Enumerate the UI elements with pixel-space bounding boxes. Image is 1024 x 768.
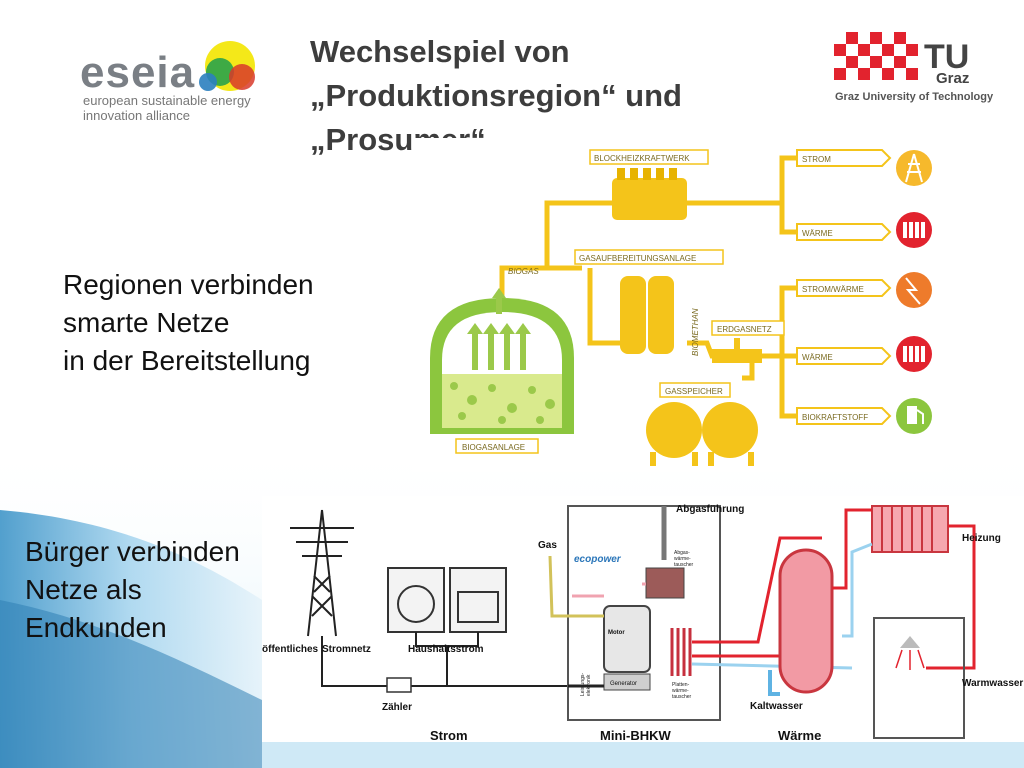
label-motor: Motor	[608, 630, 625, 636]
label-zaehler: Zähler	[382, 702, 412, 713]
minibhkw-frame	[567, 505, 721, 721]
gas-upgrade-tank	[620, 276, 646, 354]
output-label: BIOKRAFTSTOFF	[802, 413, 868, 422]
text-line: Endkunden	[25, 612, 167, 643]
washing-machine-icon	[387, 567, 445, 633]
label-ecopower: ecopower	[574, 554, 622, 565]
power-pylon-icon	[290, 509, 590, 687]
label-waerme: Wärme	[778, 728, 821, 742]
label-oeffentliches: öffentliches	[262, 644, 319, 655]
tagline-line: european sustainable energy	[83, 93, 251, 108]
shower-frame	[873, 617, 965, 739]
tu-tagline: Graz University of Technology	[835, 91, 994, 103]
label-haushaltsstrom: Haushaltsstrom	[408, 644, 484, 655]
label-platten: Platten-	[672, 682, 690, 688]
output-label: STROM	[802, 155, 831, 164]
eseia-wordmark: eseia	[80, 48, 196, 97]
gas-network-valve	[712, 349, 762, 363]
label-minibhkw: Mini-BHKW	[600, 728, 671, 742]
label-stromnetz: Stromnetz	[322, 644, 371, 655]
label-abgas-tauscher: wärme-	[674, 556, 691, 562]
output-label: WÄRME	[802, 353, 833, 362]
radiator-icon	[871, 505, 949, 553]
label-gas: Gas	[538, 540, 557, 551]
label-abgas: Abgasführung	[676, 504, 744, 515]
label-strom: Strom	[430, 728, 468, 742]
label-platten: tauscher	[672, 694, 692, 700]
power-pylon-icon	[896, 150, 932, 186]
output-label: WÄRME	[802, 229, 833, 238]
label-gasaufbereitung: GASAUFBEREITUNGSANLAGE	[579, 254, 696, 263]
gas-storage-sphere	[702, 402, 758, 458]
label-abgas-tauscher: Abgas-	[674, 550, 690, 556]
storage-tank	[778, 548, 834, 694]
text-line: Bürger verbinden	[25, 536, 240, 567]
tagline-line: innovation alliance	[83, 108, 190, 123]
chp-diagram: Abgasführung Gas ecopower Motor Generato…	[262, 496, 1024, 742]
label-biogasanlage: BIOGASANLAGE	[462, 443, 525, 452]
label-platten: wärme-	[672, 688, 689, 694]
label-generator: Generator	[610, 681, 637, 687]
gas-upgrade-tank	[648, 276, 674, 354]
generator-block	[603, 673, 651, 691]
eseia-circles-icon	[199, 41, 255, 91]
label-leistung: elektronik	[586, 674, 592, 696]
bhkw-unit	[612, 178, 687, 220]
label-abgas-tauscher: tauscher	[674, 562, 694, 568]
radiator-icon	[896, 336, 932, 372]
text-line: Netze als	[25, 574, 142, 605]
text-line: smarte Netze	[63, 307, 230, 338]
text-line: Regionen verbinden	[63, 269, 314, 300]
tu-graz-pixel-icon	[834, 32, 918, 80]
tu-wordmark: TU	[924, 38, 970, 76]
label-kaltwasser: Kaltwasser	[750, 701, 803, 712]
label-heizung: Heizung	[962, 533, 1001, 544]
text-line: in der Bereitstellung	[63, 345, 311, 376]
radiator-icon	[896, 212, 932, 248]
shower-head-icon	[900, 636, 920, 648]
label-gasspeicher: GASSPEICHER	[665, 387, 723, 396]
meter-box	[386, 677, 412, 693]
label-bhkw: BLOCKHEIZKRAFTWERK	[594, 154, 690, 163]
eseia-logo	[70, 22, 270, 132]
label-erdgasnetz: ERDGASNETZ	[717, 325, 772, 334]
eseia-tagline: european sustainable energy innovation a…	[83, 93, 251, 123]
biogas-diagram: BLOCKHEIZKRAFTWERK GASAUFBEREITUNGSANLAG…	[412, 138, 942, 472]
label-biogas: BIOGAS	[508, 267, 539, 276]
label-leistung: Leistungs-	[580, 673, 586, 696]
graz-wordmark: Graz	[936, 70, 970, 87]
gas-storage-sphere	[646, 402, 702, 458]
label-biomethan: BIOMETHAN	[691, 308, 700, 356]
exhaust-heat-exchanger	[645, 567, 685, 599]
output-label: STROM/WÄRME	[802, 285, 864, 294]
stove-icon	[449, 567, 507, 633]
text-citizens: Bürger verbinden Netze als Endkunden	[25, 533, 240, 647]
label-warmwasser: Warmwasser	[962, 678, 1023, 689]
text-regions: Regionen verbinden smarte Netze in der B…	[63, 266, 314, 380]
motor-block	[603, 605, 651, 673]
